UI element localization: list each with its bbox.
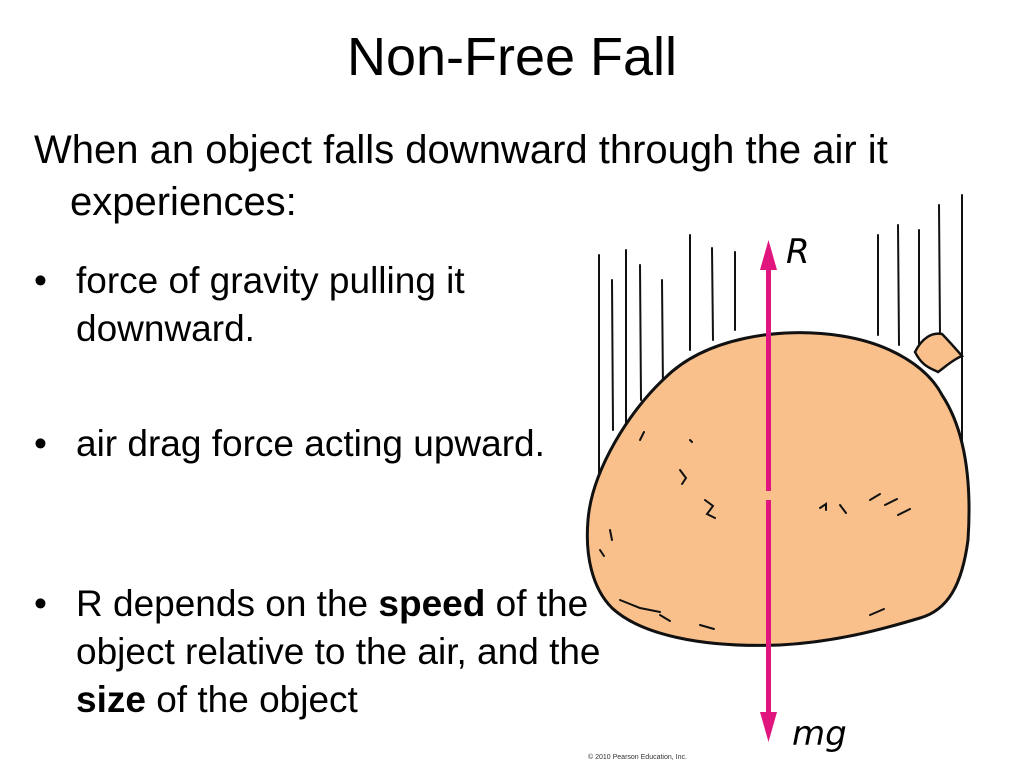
intro-line-1: When an object falls downward through th… [34, 128, 888, 172]
slide-title: Non-Free Fall [346, 27, 678, 87]
texture-marks [599, 431, 911, 630]
bullet-marker: • [34, 260, 47, 301]
text-run: of the object relative to the air, and t… [76, 583, 601, 672]
bullet-r-depends: • R depends on the speed of the object r… [34, 580, 604, 724]
bullet-text: air drag force acting upward. [76, 423, 545, 464]
bullet-gravity: • force of gravity pulling it downward. [34, 257, 604, 353]
falling-object-figure: R mg [585, 194, 971, 754]
force-arrow [760, 240, 777, 742]
drag-force-label: R [786, 232, 810, 272]
weight-force-label: mg [792, 714, 847, 754]
intro-text: When an object falls downward through th… [34, 124, 1014, 228]
bullet-text: force of gravity pulling it downward. [76, 260, 465, 349]
bold-size: size [76, 679, 146, 720]
falling-object-body [585, 331, 971, 647]
bullet-text: R depends on the speed of the object rel… [76, 580, 604, 724]
bag-knot [913, 332, 965, 374]
motion-lines [598, 194, 963, 501]
bullet-air-drag: • air drag force acting upward. [34, 420, 604, 468]
bullet-marker: • [34, 583, 47, 624]
bullet-marker: • [34, 423, 47, 464]
text-run: R depends on the [76, 583, 379, 624]
copyright-credit: © 2010 Pearson Education, Inc. [588, 754, 687, 761]
bold-speed: speed [378, 583, 486, 624]
intro-line-2: experiences: [70, 180, 297, 224]
text-run: of the object [145, 679, 358, 720]
